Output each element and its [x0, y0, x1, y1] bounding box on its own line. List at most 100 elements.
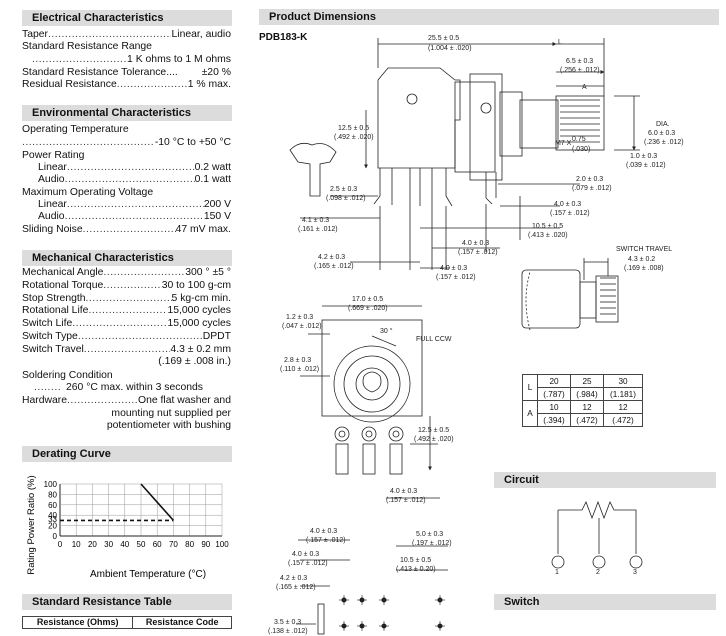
spec-power-label: Power Rating [22, 150, 85, 161]
std-col-code: Resistance Code [132, 616, 232, 629]
derating-ytick: 33 [48, 515, 57, 524]
dim-4-0e-in: (.157 ± .012) [306, 537, 346, 544]
mechanical-header: Mechanical Characteristics [22, 250, 232, 266]
spec-stop: Stop Strength5 kg-cm min. [22, 293, 231, 305]
spec-hardware-line2: mounting nut supplied per [111, 408, 231, 419]
derating-xtick: 50 [137, 540, 146, 549]
spec-hardware-line3: potentiometer with bushing [106, 420, 231, 431]
derating-ytick: 100 [44, 480, 58, 489]
spec-voltage-audio: Audio150 V [22, 211, 231, 223]
derating-xtick: 40 [120, 540, 129, 549]
spec-sw-type: Switch TypeDPDT [22, 331, 231, 343]
dim-17-0: 17.0 ± 0.5 [352, 296, 383, 303]
la-cell: (.472) [570, 413, 604, 427]
dim-2-8-in: (.110 ± .012) [280, 366, 319, 373]
spec-op-temp: -10 °C to +50 °C [22, 137, 231, 149]
spec-sw-travel-inch: (.169 ± .008 in.) [158, 356, 231, 367]
dim-1-2-in: (.047 ± .012) [282, 323, 322, 330]
derating-header: Derating Curve [22, 446, 232, 462]
product-header: Product Dimensions [259, 9, 719, 25]
dim-4-0a: 4.0 ± 0.3 [554, 201, 581, 208]
dim-10-5: 10.5 ± 0.5 [532, 223, 563, 230]
derating-ytick: 60 [48, 501, 57, 510]
spec-power-linear: Linear0.2 watt [22, 162, 231, 174]
dim-4-2b-in: (.165 ± .012) [276, 584, 316, 591]
derating-xtick: 100 [215, 540, 229, 549]
la-cell: 12 [570, 400, 604, 414]
dim-4-0b: 4.0 ± 0.3 [462, 240, 489, 247]
la-A-label: A [522, 400, 538, 427]
dim-2-5: 2.5 ± 0.3 [330, 186, 357, 193]
dim-2-8: 2.8 ± 0.3 [284, 357, 311, 364]
derating-series-0 [140, 483, 174, 521]
dim-075-in: (.030) [572, 146, 590, 153]
dim-5-0-in: (.197 ± .012) [412, 540, 452, 547]
dim-12-5-in: (.492 ± .020) [334, 134, 374, 141]
derating-ytick: 0 [53, 532, 58, 541]
derating-xtick: 90 [201, 540, 210, 549]
switch-travel-title: SWITCH TRAVEL [616, 246, 672, 253]
la-cell: (1.181) [603, 387, 643, 401]
la-L-label: L [522, 374, 538, 401]
derating-ytick: 20 [48, 522, 57, 531]
dim-4-1: 4.1 ± 0.3 [302, 217, 329, 224]
dim-4-2-in: (.165 ± .012) [314, 263, 354, 270]
la-cell: 20 [537, 374, 571, 388]
derating-xtick: 10 [72, 540, 81, 549]
dim-A: A [582, 84, 587, 91]
la-cell: 12 [603, 400, 643, 414]
dim-10-5-in: (.413 ± .020) [528, 232, 568, 239]
spec-voltage-linear: Linear200 V [22, 199, 231, 211]
environmental-header: Environmental Characteristics [22, 105, 232, 121]
dim-4-0c: 4.0 ± 0.3 [440, 265, 467, 272]
dim-6-5: 6.5 ± 0.3 [566, 58, 593, 65]
spec-std-res-label: Standard Resistance Range [22, 41, 152, 52]
dim-5-0: 5.0 ± 0.3 [416, 531, 443, 538]
derating-xtick: 80 [185, 540, 194, 549]
la-cell: (.984) [570, 387, 604, 401]
dim-10-5b: 10.5 ± 0.5 [400, 557, 431, 564]
spec-residual: Residual Resistance1 % max. [22, 79, 231, 91]
dim-4-0f: 4.0 ± 0.3 [292, 551, 319, 558]
dim-25-5: 25.5 ± 0.5 [428, 35, 459, 42]
la-cell: (.472) [603, 413, 643, 427]
la-cell: 25 [570, 374, 604, 388]
spec-sw-travel: Switch Travel4.3 ± 0.2 mm [22, 344, 231, 356]
circuit-pin-3: 3 [633, 569, 637, 576]
derating-xtick: 20 [88, 540, 97, 549]
dim-dia: DIA. [656, 121, 670, 128]
switch-travel-dim: 4.3 ± 0.2 [628, 256, 655, 263]
la-cell: (.394) [537, 413, 571, 427]
dim-12-5b: 12.5 ± 0.5 [418, 427, 449, 434]
spec-solder-label: Soldering Condition [22, 370, 113, 381]
spec-tolerance: Standard Resistance Tolerance....±20 % [22, 67, 231, 78]
std-table-header: Standard Resistance Table [22, 594, 232, 610]
spec-angle: Mechanical Angle300 ° ±5 ° [22, 267, 231, 279]
derating-xlabel: Ambient Temperature (°C) [90, 569, 206, 580]
dim-4-0a-in: (.157 ± .012) [550, 210, 590, 217]
spec-max-voltage-label: Maximum Operating Voltage [22, 187, 154, 198]
derating-xtick: 30 [104, 540, 113, 549]
spec-solder: 260 °C max. within 3 seconds [22, 382, 231, 394]
std-col-resistance: Resistance (Ohms) [21, 616, 134, 629]
dim-6-0-in: (.236 ± .012) [644, 139, 684, 146]
spec-rot-life: Rotational Life15,000 cycles [22, 305, 231, 317]
dim-1-0-in: (.039 ± .012) [626, 162, 666, 169]
circuit-pin-2: 2 [596, 569, 600, 576]
dim-1-0: 1.0 ± 0.3 [630, 153, 657, 160]
dim-m7: M7 X [555, 140, 572, 147]
dim-30-deg: 30 ° [380, 327, 393, 335]
spec-power-audio: Audio0.1 watt [22, 174, 231, 186]
dim-4-0d: 4.0 ± 0.3 [390, 488, 417, 495]
spec-sw-life: Switch Life15,000 cycles [22, 318, 231, 330]
spec-std-res: 1 K ohms to 1 M ohms [22, 54, 231, 66]
dim-6-0: 6.0 ± 0.3 [648, 130, 675, 137]
dim-17-0-in: (.669 ± .020) [348, 305, 388, 312]
dim-3-5: 3.5 ± 0.3 [274, 619, 301, 626]
dim-6-5-in: (.256 ± .012) [560, 67, 600, 74]
dim-2-0-in: (.079 ± .012) [572, 185, 612, 192]
dim-12-5: 12.5 ± 0.5 [338, 125, 369, 132]
electrical-header: Electrical Characteristics [22, 10, 232, 26]
la-cell: (.787) [537, 387, 571, 401]
